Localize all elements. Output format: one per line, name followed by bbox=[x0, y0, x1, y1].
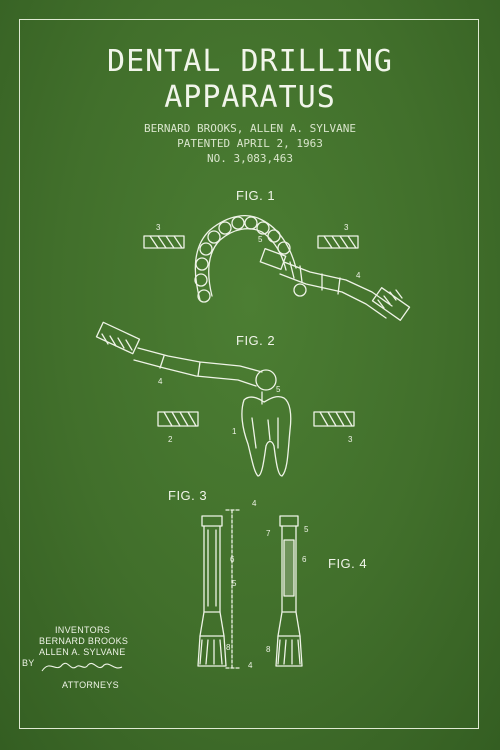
fig-4-label: FIG. 4 bbox=[328, 556, 368, 571]
attorney-signature bbox=[41, 662, 123, 672]
callout-8-fig3: 8 bbox=[226, 643, 231, 652]
callout-3-fig1-right: 3 bbox=[344, 223, 349, 232]
fig-1-label: FIG. 1 bbox=[236, 188, 276, 203]
callout-4-fig3-bottom: 4 bbox=[248, 661, 253, 670]
callout-numbers: 5 3 3 4 4 5 2 1 3 4 6 5 8 4 7 5 6 8 bbox=[156, 223, 361, 670]
title-line-2: APPARATUS bbox=[164, 80, 336, 115]
callout-3-fig1-left: 3 bbox=[156, 223, 161, 232]
by-label: BY bbox=[22, 658, 35, 668]
fig2-side-bits bbox=[157, 411, 355, 427]
fig2-handpiece bbox=[95, 321, 277, 405]
fig1-dental-arch bbox=[194, 215, 307, 303]
callout-5-fig3: 5 bbox=[232, 579, 237, 588]
frame-border bbox=[19, 19, 479, 729]
callout-4-fig3-top: 4 bbox=[252, 499, 257, 508]
callout-7-fig4: 7 bbox=[266, 529, 271, 538]
callout-8-fig4: 8 bbox=[266, 645, 271, 654]
callout-3-fig2: 3 bbox=[348, 435, 353, 444]
callout-5-fig4: 5 bbox=[304, 525, 309, 534]
callout-5-fig2: 5 bbox=[276, 385, 281, 394]
callout-6-fig4: 6 bbox=[302, 555, 307, 564]
patent-number: NO. 3,083,463 bbox=[206, 152, 294, 165]
inventor-2: ALLEN A. SYLVANE bbox=[39, 647, 126, 657]
callout-5-fig1: 5 bbox=[258, 235, 263, 244]
inventors-label: INVENTORS bbox=[55, 625, 111, 635]
fig-2-label: FIG. 2 bbox=[236, 333, 276, 348]
patent-date: PATENTED APRIL 2, 1963 bbox=[177, 137, 323, 150]
callout-6-fig3: 6 bbox=[230, 555, 235, 564]
fig1-handpiece bbox=[259, 248, 411, 321]
inventors-line: BERNARD BROOKS, ALLEN A. SYLVANE bbox=[144, 122, 356, 135]
attorneys-label: ATTORNEYS bbox=[62, 680, 119, 690]
inventor-1: BERNARD BROOKS bbox=[39, 636, 129, 646]
fig4-bur bbox=[275, 515, 303, 667]
callout-4-fig2: 4 bbox=[158, 377, 163, 386]
callout-1-fig2: 1 bbox=[232, 427, 237, 436]
fig3-bur bbox=[197, 509, 241, 669]
fig1-side-bits bbox=[143, 235, 359, 249]
fig-3-label: FIG. 3 bbox=[168, 488, 208, 503]
fig2-tooth bbox=[241, 396, 292, 477]
callout-2-fig2: 2 bbox=[168, 435, 173, 444]
title-line-1: DENTAL DRILLING bbox=[107, 44, 393, 79]
callout-4-fig1: 4 bbox=[356, 271, 361, 280]
